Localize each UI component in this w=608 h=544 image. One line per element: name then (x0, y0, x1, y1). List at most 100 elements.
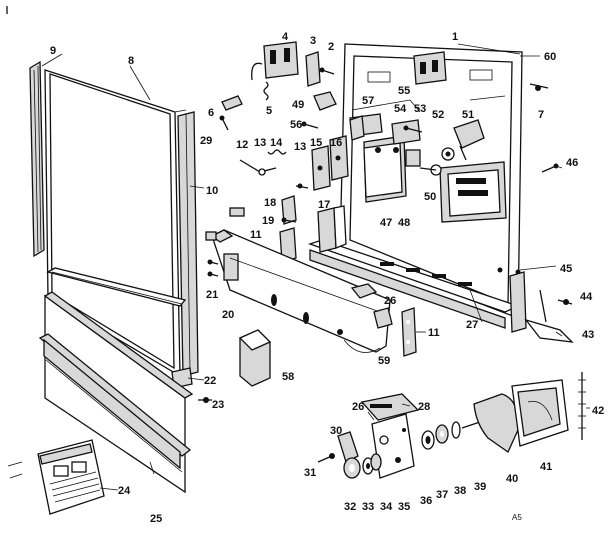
part-40-handle-cover (473, 393, 519, 453)
label-4: 4 (282, 31, 289, 43)
part-5-spring (263, 81, 269, 101)
label-51: 51 (462, 109, 474, 121)
label-10: 10 (206, 185, 218, 197)
label-35: 35 (398, 501, 410, 513)
label-11-upper: 11 (250, 229, 262, 241)
part-26-lower-rail (46, 267, 187, 307)
label-33: 33 (362, 501, 374, 513)
part-30-knob (337, 431, 359, 463)
label-18: 18 (264, 197, 276, 209)
label-31: 31 (304, 467, 316, 479)
label-30: 30 (330, 425, 342, 437)
label-57: 57 (362, 95, 374, 107)
label-38: 38 (454, 485, 466, 497)
label-55: 55 (398, 85, 410, 97)
label-11-lower: 11 (428, 327, 440, 339)
label-59: 59 (378, 355, 390, 367)
part-32-cam (343, 457, 361, 479)
label-21: 21 (206, 289, 218, 301)
label-36: 36 (420, 495, 432, 507)
label-43: 43 (582, 329, 594, 341)
part-9-side-strip (29, 60, 45, 258)
part-11-strike (401, 307, 417, 357)
part-14-spring (267, 149, 287, 155)
label-54: 54 (394, 103, 407, 115)
label-46: 46 (566, 157, 578, 169)
part-6-roller (221, 95, 243, 111)
part-labels: 1 2 3 4 5 6 7 8 9 10 11 11 12 13 13 14 1… (50, 31, 604, 525)
label-50: 50 (424, 191, 436, 203)
part-60-top-bracket (413, 51, 447, 85)
label-22: 22 (204, 375, 216, 387)
part-51-latch-lever (453, 119, 485, 161)
part-42-rod (578, 372, 586, 440)
label-49: 49 (292, 99, 304, 111)
label-41: 41 (540, 461, 552, 473)
part-35-latch-plate (371, 413, 415, 479)
label-53: 53 (414, 103, 426, 115)
corner-mark: A5 (512, 513, 522, 522)
part-13-pin (295, 183, 309, 189)
label-12: 12 (236, 139, 248, 151)
part-21-screws (207, 259, 219, 277)
part-34-washer (370, 453, 382, 471)
part-46-screw (541, 163, 559, 173)
leader-lines (41, 43, 590, 491)
part-12-lever (239, 159, 277, 176)
label-14: 14 (270, 137, 283, 149)
label-47: 47 (380, 217, 392, 229)
label-26-latch: 26 (352, 401, 364, 413)
part-36-washer (421, 430, 435, 450)
part-28-latch-body (360, 393, 420, 421)
part-38-washer (451, 421, 461, 439)
label-9: 9 (50, 45, 56, 57)
part-44-screw (557, 299, 573, 305)
part-52-screw (403, 125, 423, 133)
label-39: 39 (474, 481, 486, 493)
part-20-lower-panel (205, 207, 391, 353)
label-45: 45 (560, 263, 572, 275)
label-19: 19 (262, 215, 274, 227)
part-18-bracket (281, 195, 297, 225)
part-43-hinge-foot (509, 271, 574, 343)
part-49-cam (313, 91, 337, 111)
part-11-latch-plate (279, 227, 297, 263)
part-26-block (350, 283, 378, 299)
label-5: 5 (266, 105, 272, 117)
label-28: 28 (418, 401, 430, 413)
label-6: 6 (208, 107, 214, 119)
part-56-screw (301, 121, 319, 129)
label-7: 7 (538, 109, 544, 121)
label-56: 56 (290, 119, 302, 131)
part-17-hinge-arm (317, 205, 347, 253)
part-7-screw (529, 83, 549, 91)
label-32: 32 (344, 501, 356, 513)
part-31-screw (317, 453, 335, 463)
part-19-screw (281, 217, 297, 223)
part-25-kick-panel (38, 291, 194, 494)
label-25: 25 (150, 513, 162, 525)
label-24: 24 (118, 485, 131, 497)
part-27-bottom-rail (307, 239, 520, 329)
label-44: 44 (580, 291, 593, 303)
label-60: 60 (544, 51, 556, 63)
label-48: 48 (398, 217, 410, 229)
label-2: 2 (328, 41, 334, 53)
part-3-bracket (305, 51, 321, 87)
part-4-hinge-assembly (251, 41, 299, 81)
part-10-vertical-trim (177, 111, 199, 377)
label-58: 58 (282, 371, 294, 383)
label-37: 37 (436, 489, 448, 501)
label-23: 23 (212, 399, 224, 411)
label-42: 42 (592, 405, 604, 417)
part-57-bracket (349, 115, 365, 141)
part-29-screw (219, 115, 229, 131)
label-13-right: 13 (294, 141, 306, 153)
label-17: 17 (318, 199, 330, 211)
part-50-rinse-dispenser (419, 161, 507, 223)
label-15: 15 (310, 137, 322, 149)
part-41-handle-housing (511, 379, 569, 447)
part-1-door-liner (339, 43, 523, 319)
